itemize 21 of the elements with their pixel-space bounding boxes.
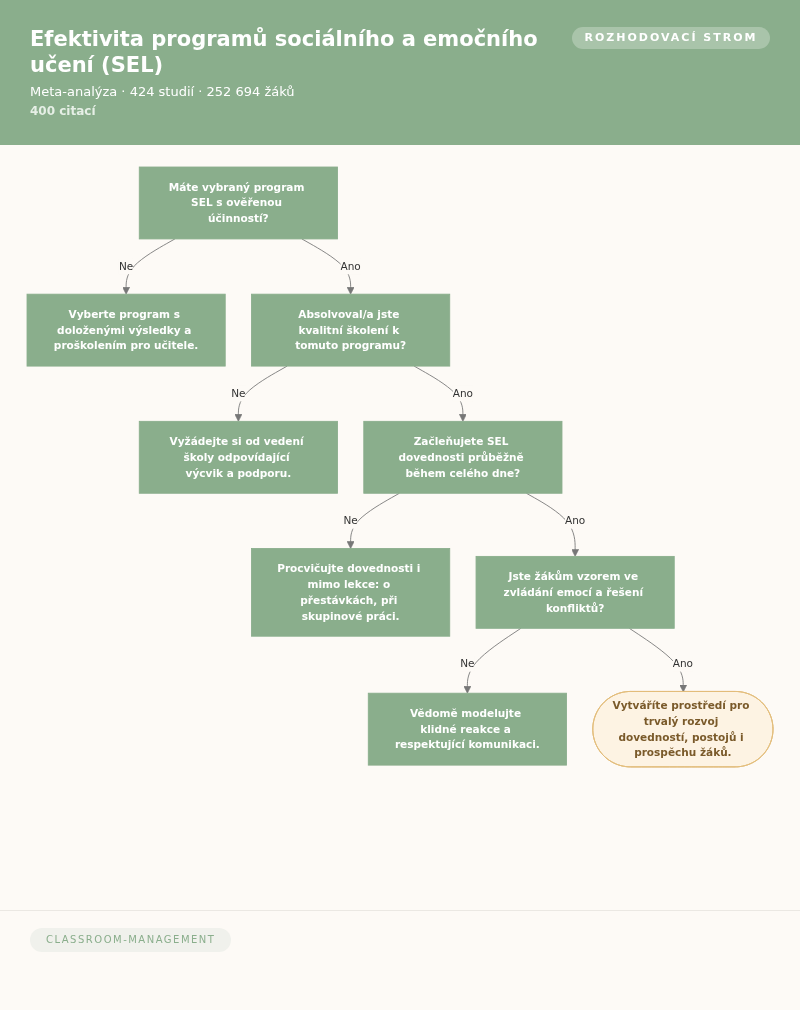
node-box: Absolvoval/a jste kvalitní školení k tomuto programu? xyxy=(251,293,451,367)
node-box: Procvičujte dovednosti i mimo lekce: o přestávkách, při skupinové práci. xyxy=(251,548,451,637)
category-tag: ROZHODOVACÍ STROM xyxy=(572,27,770,49)
node-box: Jste žákům vzorem ve zvládání emocí a řešení konfliktů? xyxy=(475,555,675,629)
node-box: Vyžádejte si od vedení školy odpovídající výcvik a podporu. xyxy=(138,420,338,494)
edge-label: Ne xyxy=(343,514,358,528)
edge-label: Ne xyxy=(460,657,475,670)
title: Efektivita programů sociálního a emočního učení (SEL) xyxy=(30,26,539,78)
edge-label: Ano xyxy=(672,657,694,670)
node-box: Máte vybraný program SEL s ověřenou účinností? xyxy=(138,166,338,240)
citation-count: 400 citací xyxy=(30,104,96,118)
topic-tag: CLASSROOM-MANAGEMENT xyxy=(30,928,232,952)
subtitle-text: Meta-analýza · 424 studií · 252 694 žáků xyxy=(30,84,295,99)
edge-label: Ano xyxy=(340,260,361,273)
node-box: Vědomě modelujte klidné reakce a respektující komunikaci. xyxy=(367,692,567,766)
edge-label: Ano xyxy=(452,387,474,400)
node-box: Vyberte program s doloženými výsledky a proškolením pro učitele. xyxy=(26,293,226,367)
edge-label: Ne xyxy=(118,260,134,273)
edge-label: Ano xyxy=(564,514,586,528)
node-box: Začleňujete SEL dovednosti průběžně během celého dne? xyxy=(363,420,563,494)
edge-label: Ne xyxy=(231,387,246,400)
